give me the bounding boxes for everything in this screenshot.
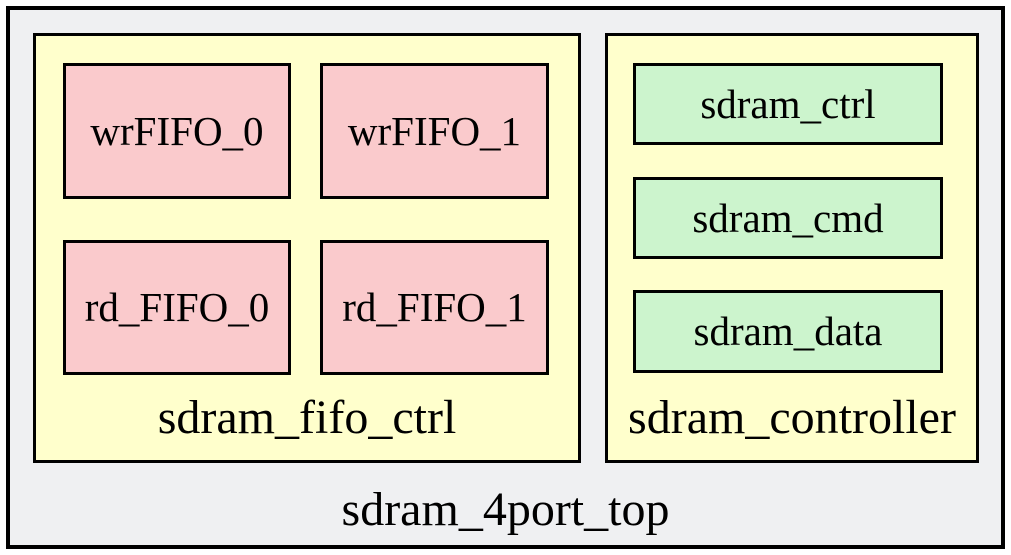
module-sdram-fifo-ctrl: wrFIFO_0 wrFIFO_1 rd_FIFO_0 rd_FIFO_1 sd… <box>33 33 581 463</box>
block-rd-fifo-0: rd_FIFO_0 <box>63 240 291 375</box>
module-label-sdram-4port-top: sdram_4port_top <box>341 483 670 536</box>
block-label: sdram_cmd <box>692 194 884 241</box>
block-sdram-data: sdram_data <box>633 290 943 373</box>
block-label: sdram_ctrl <box>700 80 876 127</box>
block-label: wrFIFO_1 <box>347 107 522 154</box>
block-label: rd_FIFO_1 <box>342 284 527 330</box>
module-sdram-controller: sdram_ctrl sdram_cmd sdram_data sdram_co… <box>605 33 979 463</box>
block-sdram-ctrl: sdram_ctrl <box>633 63 943 145</box>
block-label: rd_FIFO_0 <box>84 284 270 330</box>
block-label: sdram_data <box>693 308 883 354</box>
block-wrfifo-1: wrFIFO_1 <box>320 63 549 199</box>
module-label-sdram-controller: sdram_controller <box>628 391 956 444</box>
block-rd-fifo-1: rd_FIFO_1 <box>320 240 549 375</box>
block-label: wrFIFO_0 <box>90 107 264 154</box>
block-sdram-cmd: sdram_cmd <box>633 177 943 259</box>
module-sdram-4port-top: wrFIFO_0 wrFIFO_1 rd_FIFO_0 rd_FIFO_1 sd… <box>6 6 1005 549</box>
block-wrfifo-0: wrFIFO_0 <box>63 63 291 199</box>
module-label-sdram-fifo-ctrl: sdram_fifo_ctrl <box>157 391 457 444</box>
